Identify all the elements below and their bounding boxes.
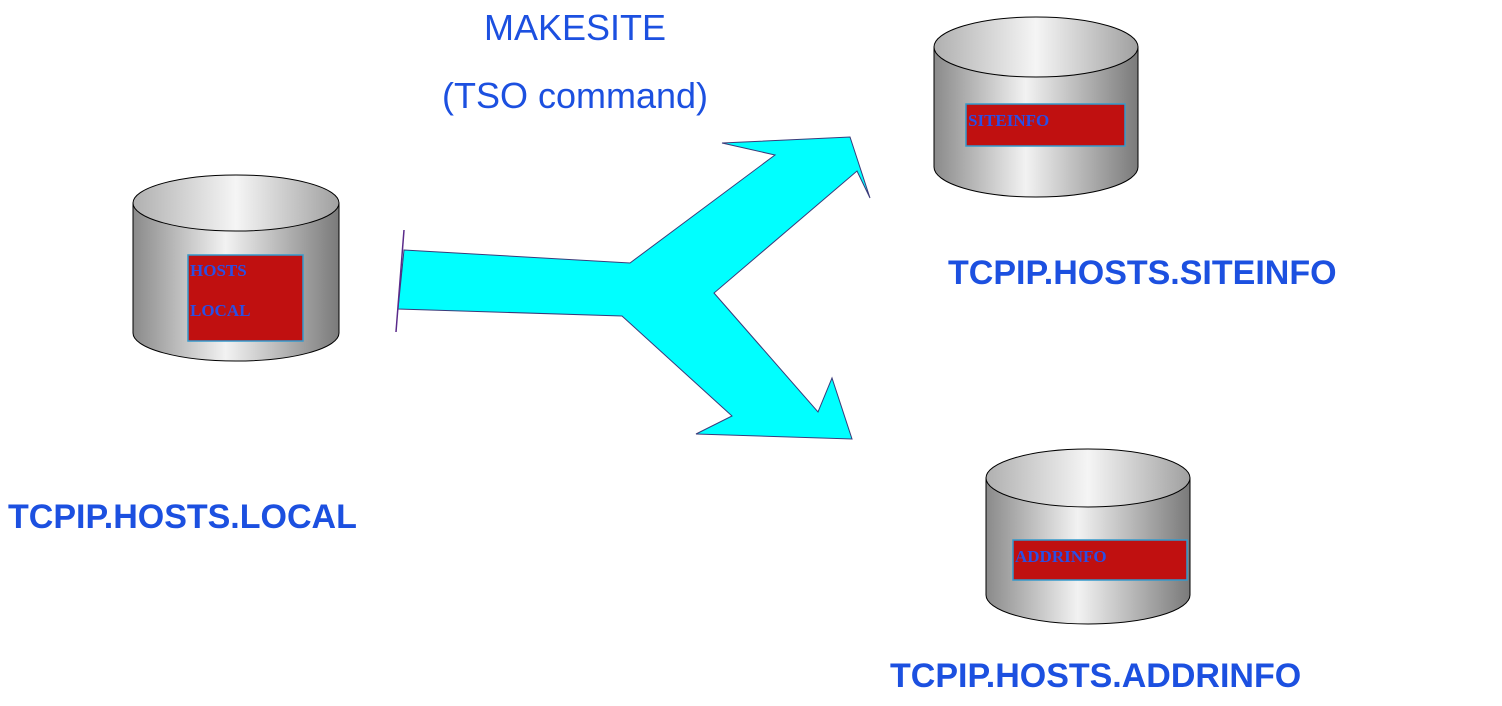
source-dataset-cylinder: HOSTS LOCAL — [132, 174, 340, 362]
siteinfo-label: SITEINFO — [968, 111, 1049, 130]
source-label-line1: HOSTS — [190, 261, 247, 280]
source-dataset-name: TCPIP.HOSTS.LOCAL — [8, 498, 357, 536]
command-name: MAKESITE — [484, 7, 666, 48]
siteinfo-dataset-name: TCPIP.HOSTS.SITEINFO — [948, 254, 1337, 292]
addrinfo-label: ADDRINFO — [1015, 547, 1107, 566]
addrinfo-dataset-cylinder: ADDRINFO — [985, 448, 1191, 625]
siteinfo-dataset-cylinder: SITEINFO — [933, 16, 1139, 198]
siteinfo-label-box — [965, 103, 1126, 147]
split-arrow — [395, 136, 871, 440]
addrinfo-dataset-name: TCPIP.HOSTS.ADDRINFO — [890, 657, 1301, 695]
command-subtitle: (TSO command) — [442, 75, 708, 116]
addrinfo-label-box — [1012, 539, 1188, 581]
source-label-box — [187, 254, 304, 342]
source-label-line2: LOCAL — [190, 301, 250, 320]
